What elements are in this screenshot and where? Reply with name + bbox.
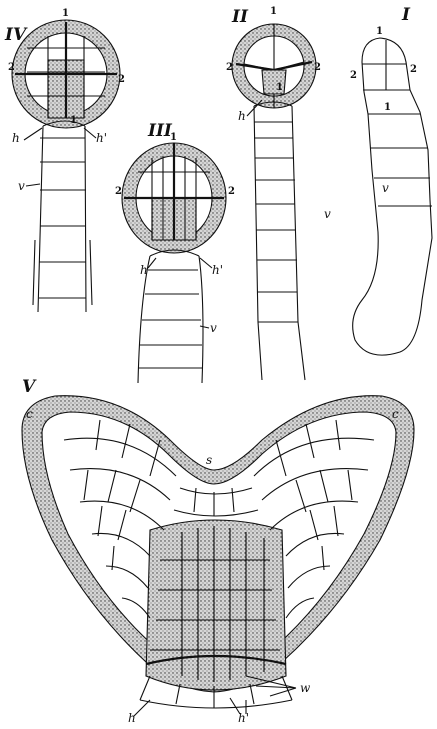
label-iv-1-mid: 1 [70, 115, 77, 126]
label-ii-v: v [324, 207, 331, 221]
label-iv-v: v [18, 179, 25, 193]
label-iv-h: h [12, 131, 20, 145]
label-ii-h: h [238, 109, 246, 123]
label-iv-2-left: 2 [8, 62, 15, 73]
label-v-h: h [128, 711, 136, 725]
label-iii-2-left: 2 [115, 186, 122, 197]
label-iii-v: v [210, 321, 217, 335]
label-iv-h-prime: h' [96, 131, 107, 145]
panel-i-title: I [401, 5, 411, 25]
label-i-1-mid: 1 [384, 102, 391, 113]
panel-ii-embryo [232, 24, 316, 108]
panel-iii-embryo [122, 143, 226, 256]
panel-iii: III 1 2 2 h h' v [115, 121, 235, 383]
panel-i: I 1 2 2 1 v [350, 5, 432, 355]
panel-iv-title: IV [4, 25, 28, 45]
panel-iii-suspensor [138, 256, 203, 383]
panel-iv-suspensor [33, 126, 92, 312]
label-iv-1-top: 1 [62, 8, 69, 19]
panel-v-title: V [22, 377, 37, 397]
label-iii-h-prime: h' [212, 263, 223, 277]
panel-ii-suspensor [254, 106, 305, 380]
label-ii-2-left: 2 [226, 62, 233, 73]
label-ii-1-top: 1 [270, 6, 277, 17]
label-v-s: s [206, 453, 212, 467]
label-i-v: v [382, 181, 389, 195]
label-ii-1-mid: 1 [276, 82, 283, 93]
label-i-1-top: 1 [376, 26, 383, 37]
label-i-2-right: 2 [410, 64, 417, 75]
panel-ii: II 1 2 2 1 h v [226, 6, 331, 380]
label-v-w: w [300, 681, 311, 695]
label-ii-2-right: 2 [314, 62, 321, 73]
panel-ii-title: II [231, 7, 249, 27]
label-iii-h: h [140, 263, 148, 277]
panel-v-central-tissue [146, 520, 286, 690]
panel-iv-embryo [12, 20, 120, 128]
label-iii-2-right: 2 [228, 186, 235, 197]
label-iii-1-top: 1 [170, 132, 177, 143]
panel-i-embryo [353, 38, 432, 355]
panel-v: V c c s w h h' [22, 377, 414, 725]
label-i-2-left: 2 [350, 70, 357, 81]
label-iv-2-right: 2 [118, 74, 125, 85]
panel-iv: IV 1 2 2 1 h h' v [4, 8, 125, 312]
label-v-c-right: c [392, 407, 399, 421]
label-v-c-left: c [26, 407, 33, 421]
